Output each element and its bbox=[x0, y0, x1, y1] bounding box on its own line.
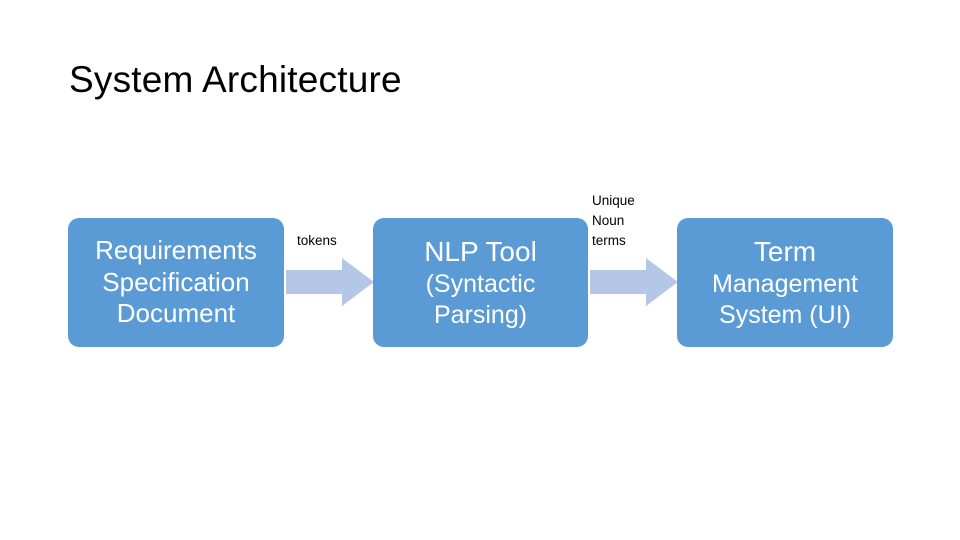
box-line: Requirements bbox=[95, 234, 257, 265]
process-box-requirements-specification-document[interactable]: Requirements Specification Document bbox=[68, 218, 284, 347]
arrow-label-line: Unique bbox=[592, 193, 635, 208]
arrow-label-tokens: tokens bbox=[297, 231, 337, 251]
right-arrow-icon-tokens bbox=[286, 258, 374, 306]
page-title: System Architecture bbox=[69, 59, 402, 100]
arrow-label-line: terms bbox=[592, 233, 626, 248]
process-box-nlp-tool[interactable]: NLP Tool (Syntactic Parsing) bbox=[373, 218, 588, 347]
box-line: Specification bbox=[102, 266, 250, 297]
right-arrow-icon-unique-noun-terms bbox=[590, 258, 678, 306]
arrow-label-line: tokens bbox=[297, 233, 337, 248]
box-line: (Syntactic bbox=[425, 270, 536, 299]
box-line: System (UI) bbox=[719, 300, 851, 329]
box-line: Term bbox=[753, 235, 817, 267]
box-line: Document bbox=[116, 298, 236, 329]
process-box-term-management-system[interactable]: Term Management System (UI) bbox=[677, 218, 893, 347]
box-line: Management bbox=[712, 270, 858, 299]
box-line: Parsing) bbox=[433, 300, 528, 329]
box-line: NLP Tool bbox=[424, 235, 537, 267]
arrow-label-line: Noun bbox=[592, 213, 625, 228]
arrow-label-unique-noun-terms: Unique Noun terms bbox=[592, 191, 635, 251]
